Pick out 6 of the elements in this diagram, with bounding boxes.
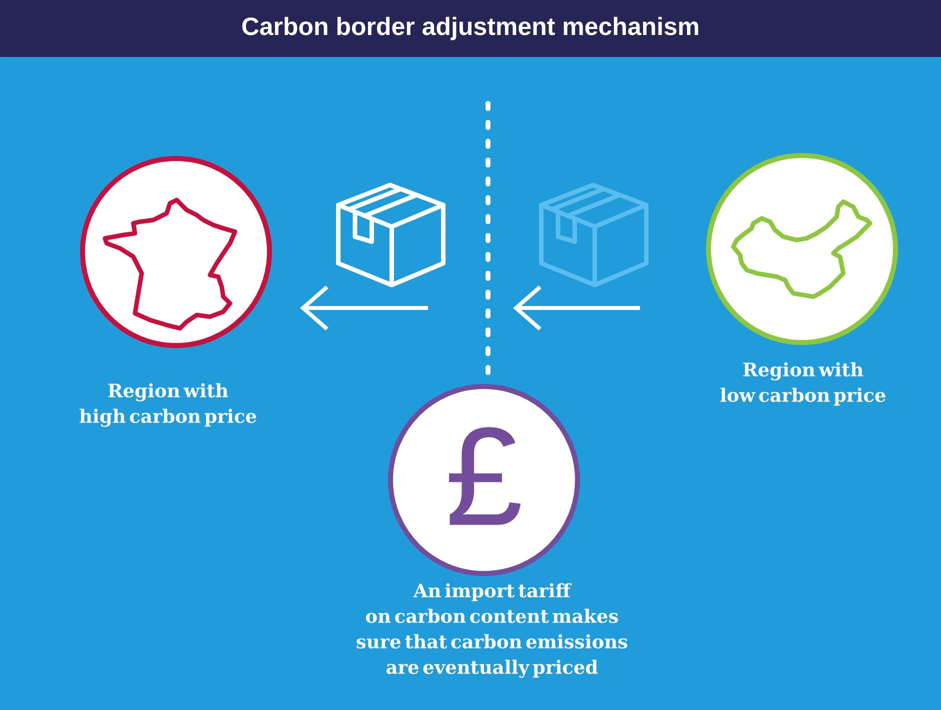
circle-label: An import tariff on carbon content makes sure that carbon emissions are eventually priced (356, 583, 628, 678)
circle-label: Region with high carbon price (80, 383, 256, 427)
map-circle (706, 153, 898, 345)
title-bar: Carbon border adjustment mechanism (0, 0, 941, 57)
circle-label: Region with low carbon price (720, 362, 886, 406)
map-circle (80, 156, 272, 348)
